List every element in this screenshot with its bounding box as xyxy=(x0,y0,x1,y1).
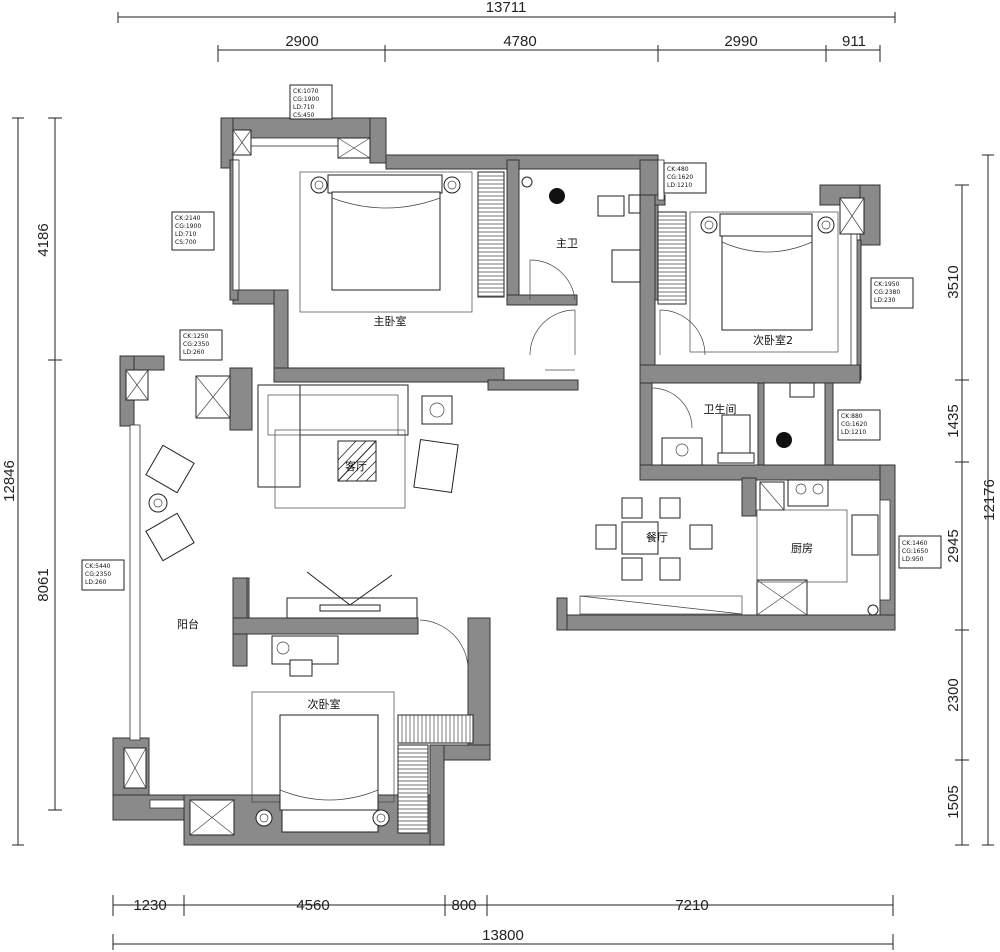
dim-bottom-total: 13800 xyxy=(482,927,524,944)
svg-text:CG:2350: CG:2350 xyxy=(183,341,209,348)
dim-left-1: 4186 xyxy=(35,223,52,256)
toilet-marker xyxy=(549,188,565,204)
tag-left-master: CK:2140 CG:1900 LD:710 CS:700 xyxy=(171,211,215,251)
dim-top-2: 4780 xyxy=(503,33,536,50)
dim-left-2: 8061 xyxy=(35,568,52,601)
svg-text:CK:5440: CK:5440 xyxy=(85,563,111,570)
dim-top-3: 2990 xyxy=(724,33,757,50)
svg-text:CG:1650: CG:1650 xyxy=(902,548,928,555)
tag-master-bath: CK:480 CG:1620 LD:1210 xyxy=(663,162,707,194)
svg-text:CG:1620: CG:1620 xyxy=(667,174,693,181)
dim-left-total: 12846 xyxy=(1,460,18,502)
label-kitchen: 厨房 xyxy=(791,542,813,555)
dim-top-total: 13711 xyxy=(486,0,527,16)
svg-text:LD:260: LD:260 xyxy=(183,349,205,356)
svg-text:LD:230: LD:230 xyxy=(874,297,896,304)
svg-text:CS:700: CS:700 xyxy=(175,239,197,246)
label-living-room: 客厅 xyxy=(345,459,367,473)
svg-text:LD:1210: LD:1210 xyxy=(841,429,866,436)
tag-bedroom2: CK:1950 CG:2380 LD:230 xyxy=(870,277,914,309)
window-tags: CK:1070 CG:1900 LD:710 CS:450 CK:2140 CG… xyxy=(81,84,942,591)
label-master-bedroom: 主卧室 xyxy=(374,314,407,328)
svg-text:CG:1620: CG:1620 xyxy=(841,421,867,428)
dim-bottom-3: 800 xyxy=(451,897,476,914)
svg-text:CK:480: CK:480 xyxy=(667,166,689,173)
svg-text:LD:1210: LD:1210 xyxy=(667,182,692,189)
dim-right-3: 2945 xyxy=(945,529,962,562)
svg-text:CG:2380: CG:2380 xyxy=(874,289,900,296)
svg-text:CK:1250: CK:1250 xyxy=(183,333,209,340)
svg-text:LD:710: LD:710 xyxy=(175,231,197,238)
tag-balcony: CK:5440 CG:2350 LD:260 xyxy=(81,559,125,591)
svg-text:CS:450: CS:450 xyxy=(293,112,315,119)
dimension-lines xyxy=(12,12,994,950)
corner-boxes xyxy=(123,129,865,836)
dim-bottom-1: 1230 xyxy=(133,897,166,914)
tag-kitchen: CK:1460 CG:1650 LD:950 xyxy=(898,535,942,569)
label-second-bedroom: 次卧室 xyxy=(308,697,341,711)
svg-text:LD:710: LD:710 xyxy=(293,104,315,111)
room-labels: 主卧室 主卫 次卧室2 卫生间 客厅 餐厅 厨房 阳台 次卧室 xyxy=(177,237,813,711)
dim-bottom-4: 7210 xyxy=(675,897,708,914)
door-swings xyxy=(419,259,706,670)
label-master-bath: 主卫 xyxy=(556,237,578,250)
svg-text:CG:2350: CG:2350 xyxy=(85,571,111,578)
label-bathroom: 卫生间 xyxy=(704,402,737,416)
svg-text:CG:1900: CG:1900 xyxy=(293,96,319,103)
dim-top-4: 911 xyxy=(842,33,866,50)
svg-text:CK:1070: CK:1070 xyxy=(293,88,319,95)
label-bedroom2: 次卧室2 xyxy=(753,333,793,347)
svg-text:LD:260: LD:260 xyxy=(85,579,107,586)
svg-text:LD:950: LD:950 xyxy=(902,556,924,563)
label-balcony: 阳台 xyxy=(177,617,199,631)
dim-right-total: 12176 xyxy=(981,479,998,521)
tag-living: CK:1250 CG:2350 LD:260 xyxy=(179,329,223,361)
tag-bath: CK:880 CG:1620 LD:1210 xyxy=(837,409,881,441)
dim-right-1: 3510 xyxy=(945,265,962,298)
svg-text:CG:1900: CG:1900 xyxy=(175,223,201,230)
svg-text:CK:880: CK:880 xyxy=(841,413,863,420)
svg-text:CK:2140: CK:2140 xyxy=(175,215,201,222)
windows xyxy=(129,137,891,809)
tag-top: CK:1070 CG:1900 LD:710 CS:450 xyxy=(289,84,333,120)
wardrobes xyxy=(397,171,687,834)
dim-right-5: 1505 xyxy=(945,785,962,818)
svg-text:CK:1950: CK:1950 xyxy=(874,281,900,288)
dim-right-4: 2300 xyxy=(945,678,962,711)
bathroom-toilet-marker xyxy=(776,432,792,448)
dim-top-1: 2900 xyxy=(285,33,318,50)
dim-right-2: 1435 xyxy=(945,404,962,437)
dim-bottom-2: 4560 xyxy=(296,897,329,914)
svg-text:CK:1460: CK:1460 xyxy=(902,540,928,547)
label-dining: 餐厅 xyxy=(646,530,668,544)
furniture xyxy=(145,171,879,833)
